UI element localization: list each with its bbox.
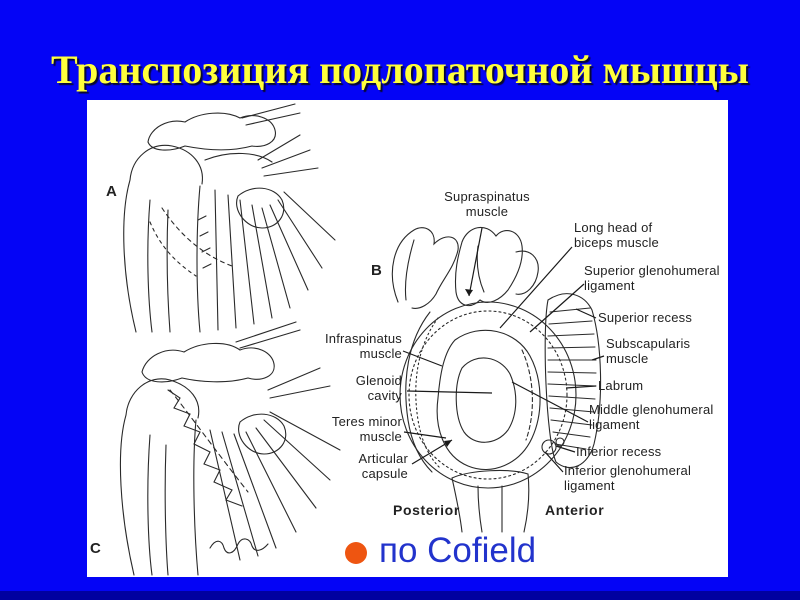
label-labrum: Labrum (598, 378, 644, 393)
label-inferior-recess: Inferior recess (576, 444, 662, 459)
label-infraspinatus-muscle: Infraspinatus muscle (324, 331, 402, 361)
label-superior-glenohumeral-ligament: Superior glenohumeral ligament (584, 263, 720, 293)
label-inferior-glenohumeral-ligament: Inferior glenohumeral ligament (564, 463, 692, 493)
bullet-label: по Cofield (379, 531, 537, 570)
label-long-head-of-biceps: Long head of biceps muscle (574, 220, 659, 250)
figure-letter-b: B (371, 262, 382, 279)
figure-c-sketch (119, 321, 341, 576)
figure-letter-a: A (106, 183, 117, 200)
label-articular-capsule: Articular capsule (358, 451, 408, 481)
bullet-item: по Cofield (345, 529, 536, 573)
label-subscapularis-muscle: Subscapularis muscle (606, 336, 691, 366)
leader-lines (402, 227, 605, 473)
label-posterior: Posterior (393, 502, 460, 518)
bottom-accent-bar (0, 591, 800, 600)
figure-a-sketch (123, 103, 336, 333)
label-anterior: Anterior (545, 502, 605, 518)
slide-title: Транспозиция подлопаточной мышцы (51, 47, 749, 92)
artist-signature (209, 538, 269, 554)
label-superior-recess: Superior recess (598, 310, 693, 325)
label-teres-minor-muscle: Teres minor muscle (331, 414, 402, 444)
label-supraspinatus-muscle: Supraspinatus muscle (444, 189, 530, 219)
shoulder-anatomy-drawing (119, 103, 605, 576)
figure-letter-c: C (90, 540, 101, 557)
figure-b-sketch (391, 226, 602, 533)
bullet-dot-icon (345, 542, 367, 564)
label-glenoid-cavity: Glenoid cavity (355, 373, 402, 403)
label-middle-glenohumeral-ligament: Middle glenohumeral ligament (589, 402, 714, 432)
